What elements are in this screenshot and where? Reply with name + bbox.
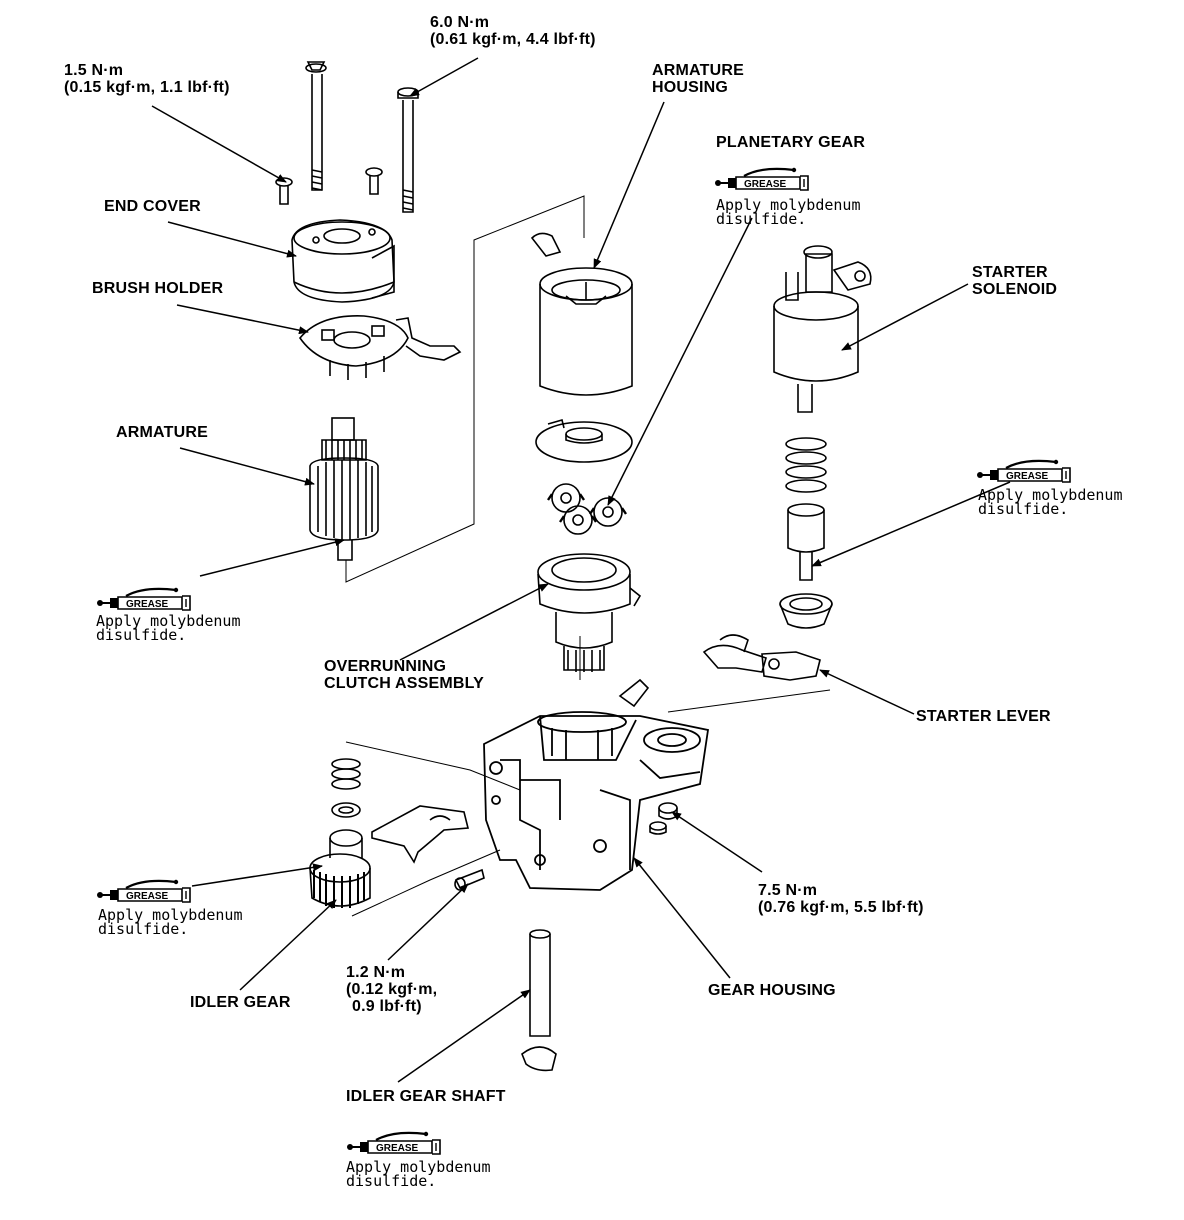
svg-text:GREASE: GREASE [126, 599, 169, 610]
grease-icon: GREASE [95, 586, 192, 612]
idler-gear-label: IDLER GEAR [190, 994, 291, 1011]
grease-note-idler-shaft: Apply molybdenum disulfide. [346, 1158, 491, 1190]
armature-housing-part [539, 267, 633, 396]
end-cover-part [291, 219, 395, 303]
through-bolt-right [397, 87, 419, 213]
end-cover-label: END COVER [104, 198, 201, 215]
starter-lever-label: STARTER LEVER [916, 708, 1051, 725]
starter-lever-part [702, 634, 821, 681]
idler-gear-shaft-label: IDLER GEAR SHAFT [346, 1088, 506, 1105]
grease-note-idler-gear: Apply molybdenum disulfide. [98, 906, 243, 938]
starter-solenoid-label: STARTER SOLENOID [972, 264, 1058, 298]
solenoid-spring-part [785, 437, 827, 493]
alignment-lines [345, 195, 831, 917]
bracket-bolt-part [454, 868, 485, 891]
gear-housing-part [483, 711, 710, 891]
armature-part [309, 417, 379, 561]
shaft-collar-part [521, 1046, 557, 1072]
idler-shaft-part [529, 929, 551, 1037]
armature-housing-label: ARMATURE HOUSING [652, 62, 744, 96]
planetary-gear-label: PLANETARY GEAR [716, 134, 866, 151]
svg-text:GREASE: GREASE [376, 1143, 419, 1154]
idler-spring-part [331, 758, 361, 818]
svg-text:GREASE: GREASE [126, 891, 169, 902]
grease-note-armature: Apply molybdenum disulfide. [96, 612, 241, 644]
starter-solenoid-part [773, 245, 872, 413]
overrunning-clutch-label: OVERRUNNING CLUTCH ASSEMBLY [324, 658, 485, 692]
grease-icon: GREASE [975, 458, 1072, 484]
idler-bracket-part [371, 805, 470, 864]
svg-text:GREASE: GREASE [744, 179, 787, 190]
plunger-boot-part [779, 593, 833, 629]
plunger-part [787, 503, 825, 581]
idler-gear-part [309, 829, 371, 908]
overrunning-clutch-part [537, 553, 642, 672]
armature-label: ARMATURE [116, 424, 208, 441]
lever-pad-part [618, 678, 650, 708]
torque-label-1-2: 1.2 N·m (0.12 kgf·m, 0.9 lbf·ft) [346, 964, 438, 1015]
torque-label-6-0: 6.0 N·m (0.61 kgf·m, 4.4 lbf·ft) [430, 14, 596, 48]
grease-note-plunger: Apply molybdenum disulfide. [978, 486, 1123, 518]
svg-text:GREASE: GREASE [1006, 471, 1049, 482]
planetary-gear-part [547, 483, 627, 535]
through-bolt-left [305, 61, 327, 191]
gear-housing-label: GEAR HOUSING [708, 982, 836, 999]
gear-housing-nuts [649, 802, 678, 835]
torque-label-1-5: 1.5 N·m (0.15 kgf·m, 1.1 lbf·ft) [64, 62, 230, 96]
end-cover-screws [275, 167, 383, 205]
leader-lines [151, 57, 1011, 1083]
grease-icon: GREASE [345, 1130, 442, 1156]
grease-note-planetary: Apply molybdenum disulfide. [716, 196, 861, 228]
washer-plate-part [535, 419, 633, 463]
grease-icon: GREASE [95, 878, 192, 904]
brush-holder-label: BRUSH HOLDER [92, 280, 224, 297]
brush-clip-part [530, 232, 562, 257]
brush-holder-part [298, 315, 462, 380]
grease-icon: GREASE [713, 166, 810, 192]
torque-label-7-5: 7.5 N·m (0.76 kgf·m, 5.5 lbf·ft) [758, 882, 924, 916]
